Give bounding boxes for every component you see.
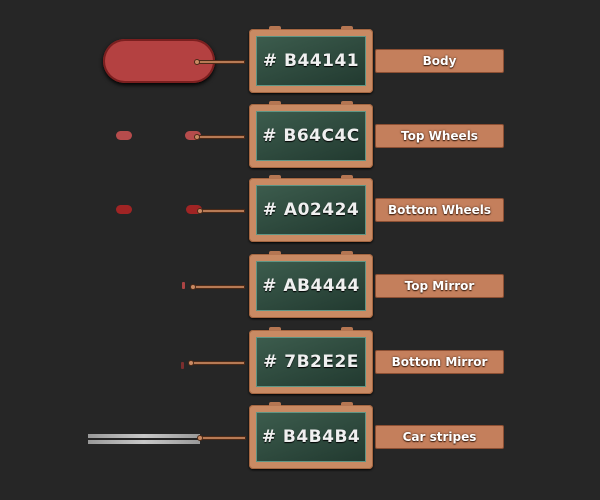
part-label: Car stripes — [375, 425, 504, 449]
chalkboard: # A02424 — [249, 175, 373, 242]
hex-code: # 7B2E2E — [256, 337, 366, 387]
swatch-row: # B4B4B4 Car stripes — [0, 402, 600, 471]
hex-code: # B44141 — [256, 36, 366, 86]
color-sample — [116, 131, 132, 140]
swatch-row: # AB4444 Top Mirror — [0, 251, 600, 320]
chalkboard: # AB4444 — [249, 251, 373, 318]
part-label: Bottom Wheels — [375, 198, 504, 222]
part-label: Bottom Mirror — [375, 350, 504, 374]
pin-connector — [194, 134, 245, 140]
pin-connector — [197, 208, 245, 214]
swatch-row: # B44141 Body — [0, 26, 600, 95]
part-label: Top Wheels — [375, 124, 504, 148]
color-sample — [116, 205, 132, 214]
pin-connector — [190, 284, 245, 290]
color-sample — [88, 434, 200, 438]
pin-connector — [194, 59, 245, 65]
swatch-row: # B64C4C Top Wheels — [0, 101, 600, 170]
color-sample — [181, 362, 184, 369]
hex-code: # A02424 — [256, 185, 366, 235]
color-sample — [186, 205, 202, 214]
pin-connector — [197, 435, 246, 441]
hex-code: # AB4444 — [256, 261, 366, 311]
hex-code: # B64C4C — [256, 111, 366, 161]
color-sample — [185, 131, 201, 140]
swatch-row: # A02424 Bottom Wheels — [0, 175, 600, 244]
hex-code: # B4B4B4 — [256, 412, 366, 462]
color-sample — [88, 440, 200, 444]
chalkboard: # B64C4C — [249, 101, 373, 168]
chalkboard: # B44141 — [249, 26, 373, 93]
swatch-row: # 7B2E2E Bottom Mirror — [0, 327, 600, 396]
color-sample — [182, 282, 185, 289]
part-label: Body — [375, 49, 504, 73]
chalkboard: # B4B4B4 — [249, 402, 373, 469]
part-label: Top Mirror — [375, 274, 504, 298]
pin-connector — [188, 360, 245, 366]
chalkboard: # 7B2E2E — [249, 327, 373, 394]
